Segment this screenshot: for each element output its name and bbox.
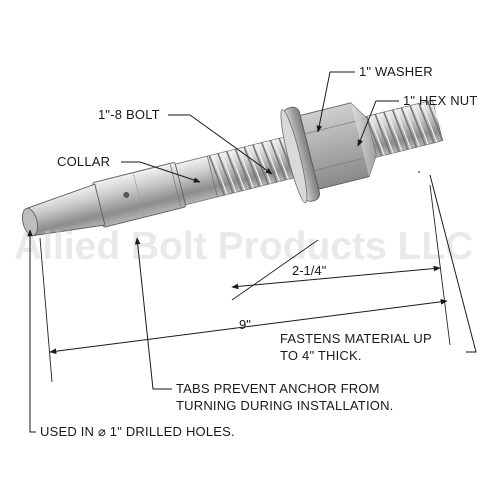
thread-ridge	[418, 103, 435, 144]
thread-ridge	[383, 111, 400, 152]
thread-ridge	[252, 144, 269, 185]
thread-highlight	[220, 152, 237, 193]
thread-ridge	[269, 140, 287, 181]
thread-ridge	[234, 148, 252, 189]
thread-highlight	[368, 115, 385, 156]
thread-ridge	[400, 107, 418, 148]
label-hex-nut: 1" HEX NUT	[403, 93, 478, 108]
thread-ridge	[217, 153, 234, 194]
label-fastens-line1: FASTENS MATERIAL UP	[280, 331, 432, 346]
thread-ridge	[243, 146, 260, 187]
thread-highlight	[229, 150, 246, 191]
label-fastens-line2: TO 4" THICK.	[280, 348, 362, 363]
thread-ridge	[374, 114, 391, 155]
dimension-line-thread-length	[231, 265, 441, 290]
dimension-thread-length: 2-1/4"	[292, 263, 327, 278]
thread-highlight	[403, 106, 420, 147]
leader-washer	[316, 71, 355, 133]
bolt-tip-end	[21, 207, 39, 237]
label-tabs-line1: TABS PREVENT ANCHOR FROM	[176, 381, 380, 396]
watermark-text: Allied Bolt Products LLC	[14, 225, 473, 268]
thread-highlight	[421, 102, 438, 143]
thread-highlight	[377, 113, 394, 154]
thread-ridge	[208, 155, 226, 196]
thread-highlight	[237, 148, 254, 189]
thread-ridge	[260, 142, 278, 183]
thread-highlight	[395, 108, 412, 149]
label-collar: COLLAR	[57, 154, 110, 169]
wedge-anchor-bolt	[21, 100, 447, 237]
thread-highlight	[211, 154, 228, 195]
label-washer: 1" WASHER	[359, 64, 433, 79]
collar-hole	[123, 191, 130, 198]
thread-highlight	[264, 141, 281, 182]
thread-highlight	[412, 104, 429, 145]
thread-ridge	[409, 105, 426, 146]
extension-line-left	[39, 237, 53, 383]
label-bolt: 1"-8 BOLT	[98, 107, 160, 122]
label-tabs-line2: TURNING DURING INSTALLATION.	[176, 398, 393, 413]
leader-collar	[121, 161, 201, 183]
leader-bolt	[168, 114, 273, 175]
thread-ridge	[426, 100, 444, 142]
leader-used-in	[27, 229, 36, 433]
leader-tabs	[134, 237, 172, 390]
thread-highlight	[272, 139, 289, 180]
leader-fastens	[429, 174, 477, 353]
thread-highlight	[246, 146, 263, 186]
thread-ridge	[225, 151, 243, 192]
thread-highlight	[386, 111, 403, 152]
leader-hex-nut	[357, 100, 399, 147]
dimension-line-overall-length	[49, 299, 448, 354]
thread-highlight	[429, 100, 447, 141]
label-used-in: USED IN ⌀ 1" DRILLED HOLES.	[40, 424, 235, 439]
thread-ridge	[365, 116, 383, 157]
thread-highlight	[255, 143, 272, 184]
dimension-overall-length: 9"	[239, 317, 251, 332]
thread-ridge	[391, 109, 409, 150]
